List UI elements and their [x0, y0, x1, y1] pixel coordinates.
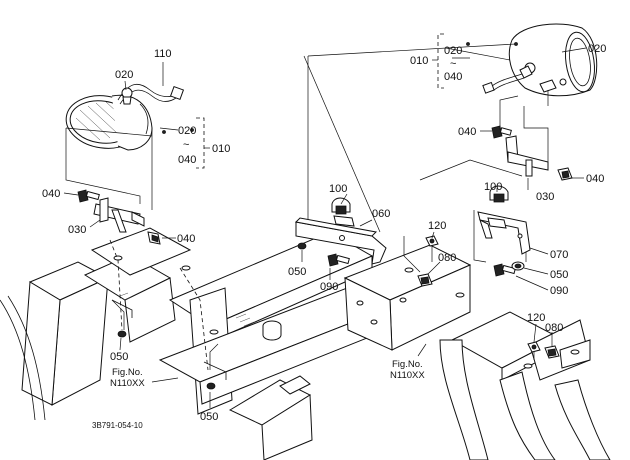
- fig-ref-right: Fig.No. N110XX: [390, 343, 427, 381]
- callout-030-left: 030: [68, 224, 86, 236]
- left-guide-lines: [65, 127, 227, 380]
- callout-040-left-bolt: 040: [42, 188, 60, 200]
- left-washer-b-icon: [206, 382, 216, 390]
- callout-050-left-a: 050: [110, 351, 128, 363]
- right-bulb-icon: [519, 62, 536, 79]
- callout-050-right: 050: [550, 269, 568, 281]
- washer-050-mid-icon: [297, 242, 307, 250]
- left-lamp-bracket-icon: [93, 197, 145, 233]
- bolt-090-right-icon: [493, 263, 516, 277]
- callout-040-right-bolt: 040: [458, 126, 476, 138]
- right-lamp-wire-icon: [482, 73, 525, 94]
- callout-020-left-bulb: 020: [115, 69, 133, 81]
- left-head-lamp-icon: [65, 94, 153, 151]
- left-nut-icon: [147, 231, 161, 245]
- callout-020-left-range: 020: [178, 125, 196, 137]
- callout-040-left-range: 040: [178, 154, 196, 166]
- tractor-frame: [0, 227, 611, 460]
- callout-020-right-range: 020: [444, 45, 462, 57]
- callout-070: 070: [550, 249, 568, 261]
- callout-leaders: [63, 47, 587, 408]
- right-guide-lines: [303, 43, 549, 233]
- callout-060: 060: [372, 208, 390, 220]
- callout-090-right: 090: [550, 285, 568, 297]
- right-nut-icon: [557, 167, 573, 181]
- callout-labels: 110 020 020 ~ 040 010 040 030 040 050 05…: [42, 43, 606, 423]
- fig-ref-left: Fig.No. N110XX: [110, 367, 179, 389]
- fig-ref-right-line1: Fig.No.: [392, 359, 423, 370]
- callout-120-b: 120: [527, 312, 545, 324]
- right-head-lamp-icon: [508, 23, 598, 97]
- left-washer-a-icon: [117, 330, 127, 338]
- drawing-number: 3B791-054-10: [92, 421, 143, 430]
- fig-ref-left-line2: N110XX: [110, 378, 145, 389]
- callout-010-left: 010: [212, 143, 230, 155]
- fig-ref-left-line1: Fig.No.: [112, 367, 143, 378]
- callout-050-left-b: 050: [200, 411, 218, 423]
- callout-100-right: 100: [484, 181, 502, 193]
- nut-120-b-icon: [527, 341, 541, 353]
- callout-030-right: 030: [536, 191, 554, 203]
- callout-040-right-range: 040: [444, 71, 462, 83]
- bolt-090-left-icon: [327, 253, 350, 267]
- washer-050-right-hole-icon: [514, 263, 522, 269]
- callout-080-a: 080: [438, 252, 456, 264]
- fig-ref-right-line2: N110XX: [390, 370, 425, 381]
- left-bulb-icon: [121, 87, 133, 105]
- callout-110: 110: [154, 48, 172, 60]
- nut-080-b-icon: [544, 345, 560, 359]
- range-tilde-left: ~: [183, 139, 189, 151]
- bracket-060-icon: [294, 215, 387, 265]
- callout-120-a: 120: [428, 220, 446, 232]
- nut-120-a-icon: [425, 235, 439, 247]
- callout-040-left-nut: 040: [177, 233, 195, 245]
- bracket-070-icon: [477, 211, 531, 255]
- left-range-bracket: [162, 117, 210, 169]
- callout-010-right: 010: [410, 55, 428, 67]
- right-range-bracket: [432, 33, 518, 89]
- callout-040-right-nut: 040: [586, 173, 604, 185]
- clamp-100-left-icon: [331, 197, 351, 215]
- right-bolt-icon: [491, 125, 512, 139]
- callout-090-left: 090: [320, 281, 338, 293]
- range-tilde-right: ~: [450, 58, 456, 70]
- mid-guide-lines: [403, 210, 535, 360]
- callout-100-left: 100: [329, 183, 347, 195]
- callout-020-right-bulb: 020: [588, 43, 606, 55]
- right-lamp-bracket-icon: [505, 135, 549, 177]
- callout-080-b: 080: [545, 322, 563, 334]
- nut-080-a-icon: [417, 273, 433, 287]
- clamp-100-right-icon: [489, 185, 509, 203]
- left-bolt-icon: [77, 189, 100, 203]
- callout-050-mid: 050: [288, 266, 306, 278]
